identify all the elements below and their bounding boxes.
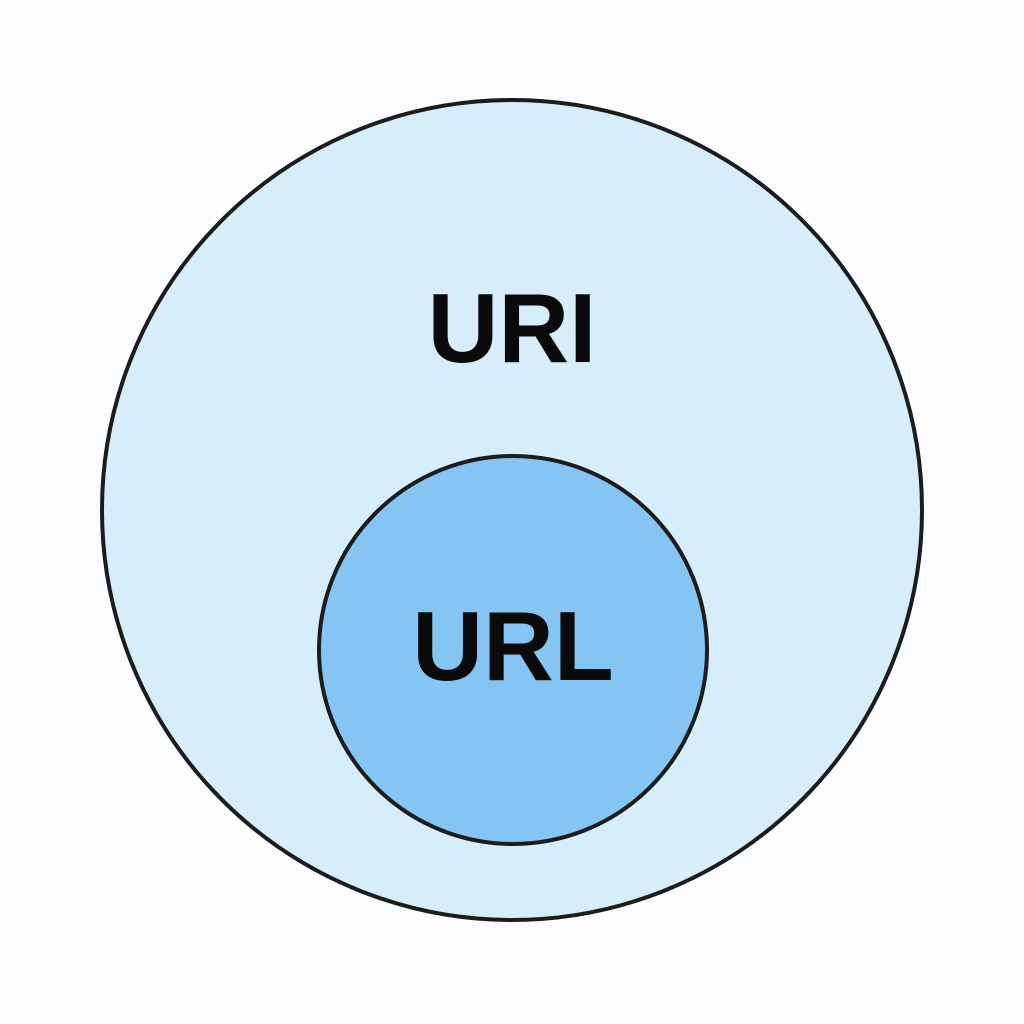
url-label: URL	[412, 591, 613, 701]
uri-label: URI	[428, 273, 597, 383]
url-inner-circle	[317, 454, 709, 846]
